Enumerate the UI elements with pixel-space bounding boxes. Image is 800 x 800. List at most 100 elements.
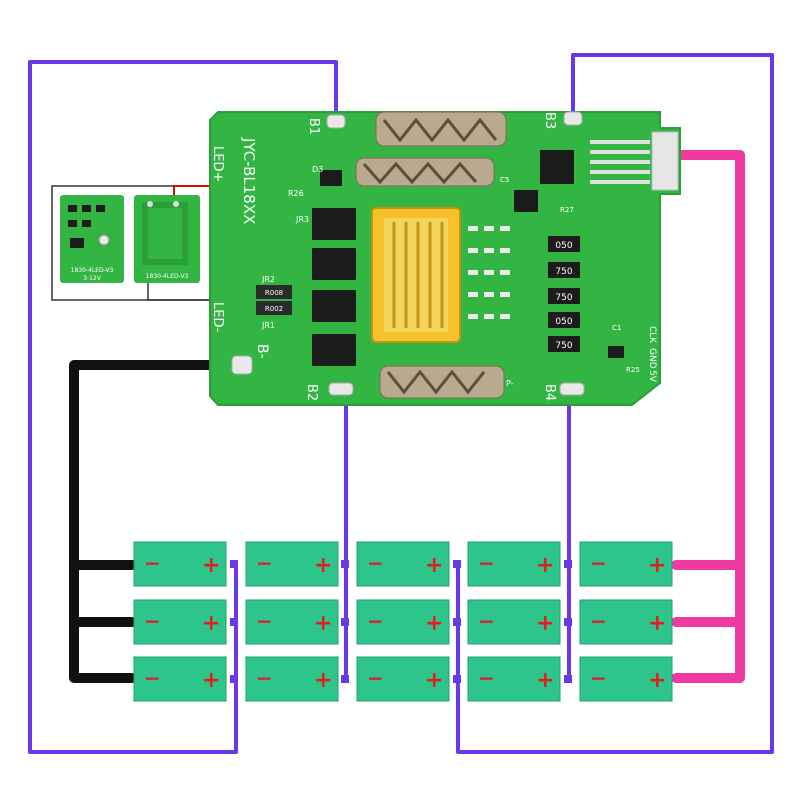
series-connector (453, 675, 461, 683)
spring-clip-middle (355, 157, 495, 187)
b3-label: B3 (542, 112, 557, 129)
cell-minus-terminal: − (367, 666, 384, 690)
cell-minus-terminal: − (590, 609, 607, 633)
battery-cell: −+ (245, 541, 339, 587)
battery-cell: −+ (467, 656, 561, 702)
shunt-label-5: 750 (555, 341, 572, 351)
led-board-left (60, 195, 124, 283)
current-resistor-2 (256, 301, 292, 315)
cell-minus-terminal: − (144, 609, 161, 633)
led-left-sub: 3-12V (83, 275, 102, 282)
b2-label: B2 (304, 384, 319, 401)
positive-trunk (659, 150, 745, 683)
led-module: 1830-4LED-V3 3-12V 1830-4LED-V3 (51, 185, 213, 301)
jr2-label: JR2 (261, 275, 275, 284)
series-connector (564, 560, 572, 568)
led-plus-label: LED+ (210, 146, 225, 182)
cell-minus-terminal: − (256, 551, 273, 575)
shunt-label-1: 050 (555, 241, 572, 251)
battery-cell: −+ (133, 599, 227, 645)
jr3-label: JR3 (295, 215, 309, 224)
b1-label: B1 (306, 118, 321, 135)
series-connector (453, 618, 461, 626)
ic-small-1 (514, 190, 538, 212)
series-connector (341, 560, 349, 568)
battery-cell: −+ (579, 599, 673, 645)
shunt-label-3: 750 (555, 293, 572, 303)
series-connector (230, 560, 238, 568)
cell-plus-terminal: + (536, 668, 554, 693)
led-trace (142, 202, 188, 265)
jr1-label: JR1 (261, 321, 275, 330)
gnd-label: GND (647, 348, 657, 369)
cell-plus-terminal: + (648, 668, 666, 693)
cell-minus-terminal: − (478, 666, 495, 690)
cell-plus-terminal: + (425, 611, 443, 636)
cell-plus-terminal: + (425, 668, 443, 693)
battery-cell: −+ (245, 599, 339, 645)
series-connector (230, 618, 238, 626)
r27-label: R27 (560, 206, 574, 214)
ic-small-2 (320, 170, 342, 186)
cell-minus-terminal: − (144, 666, 161, 690)
cell-plus-terminal: + (314, 668, 332, 693)
cell-minus-terminal: − (478, 609, 495, 633)
series-connector (341, 618, 349, 626)
d3-label: D3 (312, 165, 323, 174)
led-pad-2 (173, 201, 179, 207)
b-minus-label: B- (254, 344, 270, 359)
resistor-code-2: R002 (265, 305, 283, 313)
bms-pcb: 050 750 750 050 750 R008 R002 JYC-BL18XX… (209, 111, 681, 406)
battery-cell: −+ (133, 656, 227, 702)
cell-minus-terminal: − (478, 551, 495, 575)
series-connector (230, 675, 238, 683)
led-chip-1 (68, 205, 77, 212)
resistor-array (468, 226, 510, 319)
pad-b3 (563, 111, 583, 126)
cell-plus-terminal: + (202, 611, 220, 636)
led-chip-2 (82, 205, 91, 212)
negative-lead (69, 360, 247, 683)
led-chip-6 (70, 238, 84, 248)
battery-cell: −+ (579, 656, 673, 702)
series-connector (341, 675, 349, 683)
b1-wire (28, 60, 338, 754)
clk-label: CLK (647, 326, 657, 344)
pad-b4 (559, 382, 585, 396)
cell-plus-terminal: + (314, 611, 332, 636)
positive-lead (659, 150, 745, 683)
battery-cell: −+ (356, 656, 450, 702)
edge-connector-pins (590, 140, 650, 184)
shunt-label-4: 050 (555, 317, 572, 327)
cell-plus-terminal: + (536, 553, 554, 578)
battery-cell: −+ (467, 541, 561, 587)
c1-label: C1 (612, 324, 621, 332)
c5-label: C5 (500, 176, 509, 184)
cell-plus-terminal: + (314, 553, 332, 578)
r26-label: R26 (288, 189, 304, 198)
battery-cell: −+ (356, 541, 450, 587)
cell-minus-terminal: − (367, 609, 384, 633)
p-minus-label: P- (506, 379, 514, 388)
ic-top-right (540, 150, 574, 184)
cell-plus-terminal: + (202, 553, 220, 578)
series-connector (453, 560, 461, 568)
cell-minus-terminal: − (256, 609, 273, 633)
resistor-code-1: R008 (265, 289, 283, 297)
cell-minus-terminal: − (367, 551, 384, 575)
led-right-label: 1830-4LED-V3 (146, 273, 189, 280)
board-model-label: JYC-BL18XX (240, 137, 258, 224)
mosfet-column (312, 208, 356, 366)
battery-cell: −+ (356, 599, 450, 645)
cell-plus-terminal: + (648, 553, 666, 578)
cell-minus-terminal: − (144, 551, 161, 575)
led-chip-4 (68, 220, 77, 227)
battery-cell: −+ (467, 599, 561, 645)
battery-connector (371, 207, 461, 343)
led-chip-5 (82, 220, 91, 227)
cell-array: −+−+−+−+−+−+−+−+−+−+−+−+−+−+−+ (133, 541, 673, 702)
pad-b1 (326, 114, 346, 129)
battery-cell: −+ (245, 656, 339, 702)
led-button-icon (98, 234, 110, 246)
